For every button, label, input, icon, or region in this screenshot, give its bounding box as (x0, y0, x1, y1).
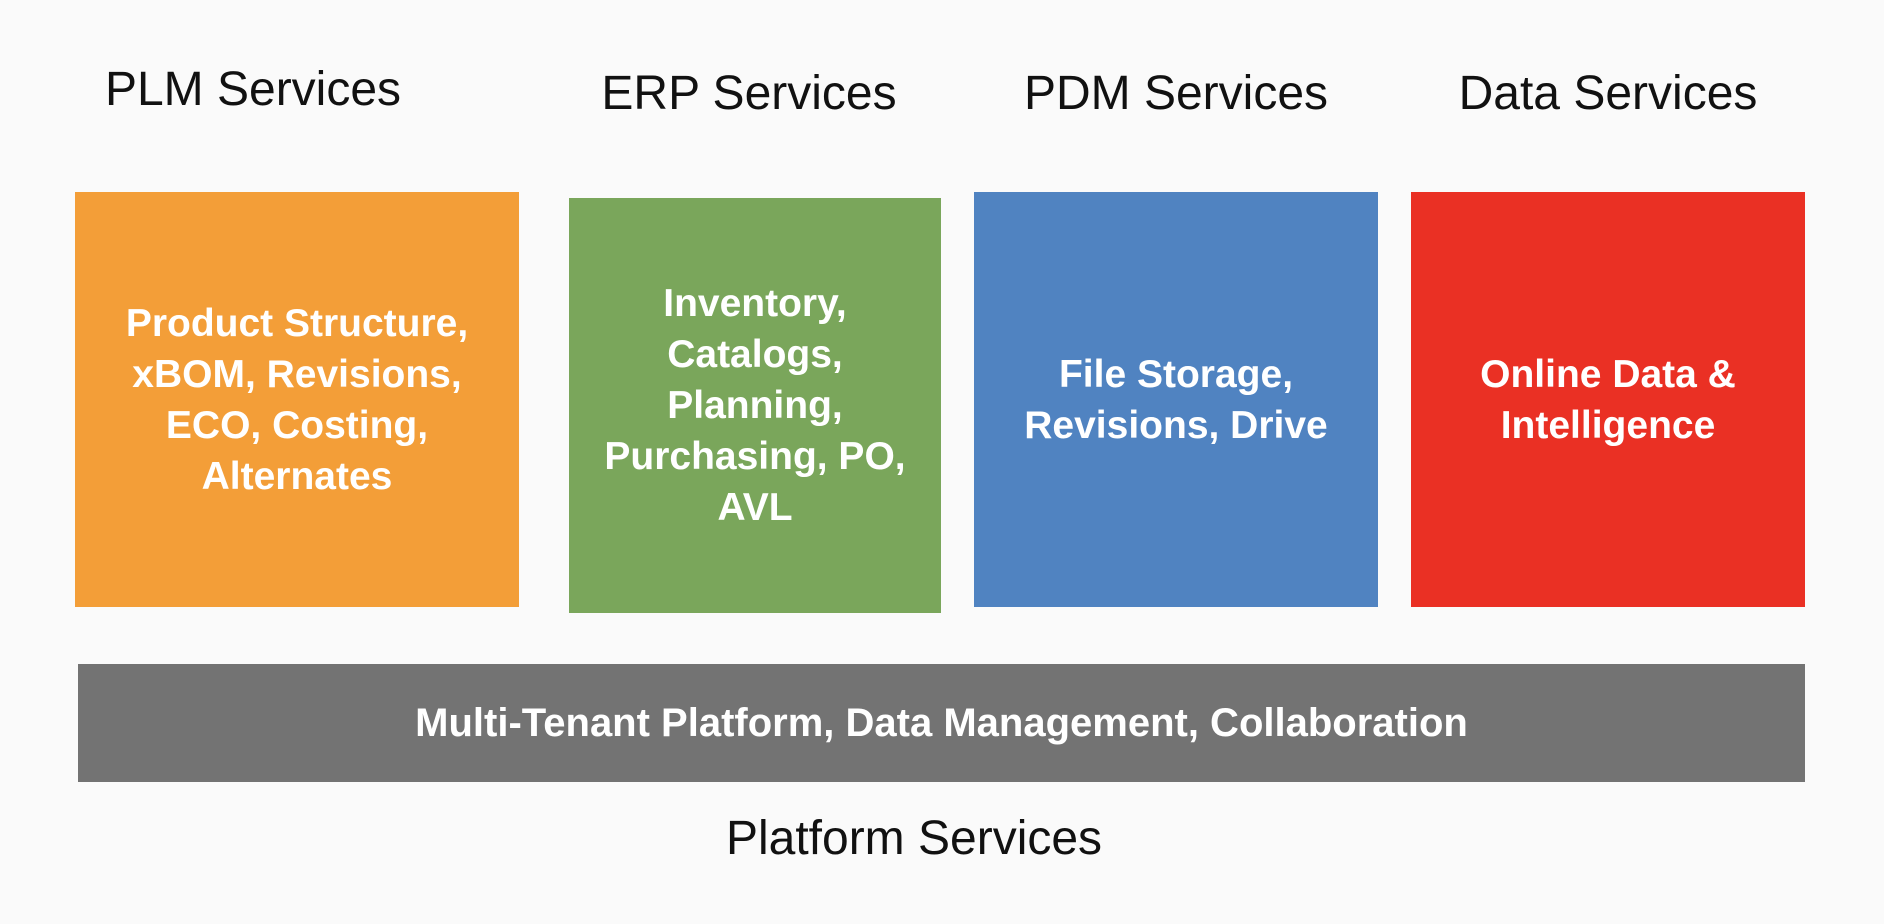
pdm-services-box: File Storage, Revisions, Drive (974, 192, 1378, 607)
erp-services-box-text: Inventory, Catalogs, Planning, Purchasin… (604, 282, 906, 529)
platform-services-heading: Platform Services (725, 812, 1103, 865)
platform-bar-text: Multi-Tenant Platform, Data Management, … (415, 700, 1468, 745)
pdm-services-heading: PDM Services (1023, 67, 1329, 120)
data-services-box-text: Online Data & Intelligence (1480, 352, 1736, 447)
platform-bar: Multi-Tenant Platform, Data Management, … (78, 664, 1805, 782)
pdm-services-box-text: File Storage, Revisions, Drive (1024, 352, 1328, 447)
data-services-heading: Data Services (1458, 67, 1758, 120)
data-services-box: Online Data & Intelligence (1411, 192, 1805, 607)
erp-services-box: Inventory, Catalogs, Planning, Purchasin… (569, 198, 941, 613)
plm-services-heading: PLM Services (104, 63, 402, 116)
plm-services-box-text: Product Structure, xBOM, Revisions, ECO,… (125, 301, 469, 498)
erp-services-heading: ERP Services (601, 67, 897, 120)
plm-services-box: Product Structure, xBOM, Revisions, ECO,… (75, 192, 519, 607)
